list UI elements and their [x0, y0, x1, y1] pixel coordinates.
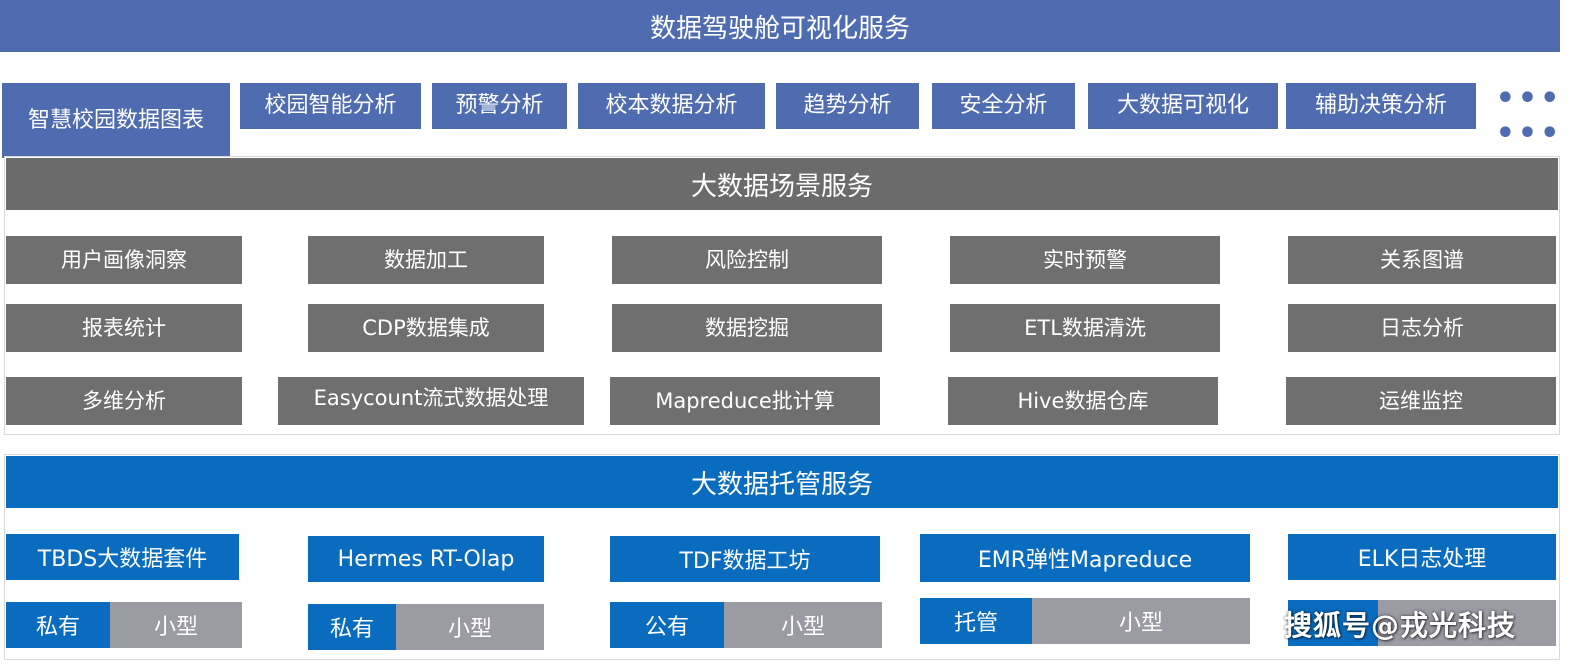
scene-item-mapreduce-batch: Mapreduce批计算 [610, 377, 880, 425]
product-hermes-size-tag: 小型 [396, 604, 544, 650]
hosting-section-title: 大数据托管服务 [690, 469, 873, 500]
scene-header-bar: 大数据场景服务 [6, 158, 1558, 210]
product-hermes: Hermes RT-Olap [308, 536, 544, 582]
product-tbds: TBDS大数据套件 [6, 534, 239, 580]
viz-item-smart-campus-charts: 智慧校园数据图表 [2, 83, 230, 158]
product-elk: ELK日志处理 [1288, 534, 1556, 580]
scene-item-multidim-analysis: 多维分析 [6, 377, 242, 425]
scene-item-hive-warehouse: Hive数据仓库 [948, 377, 1218, 425]
product-tbds-size-tag: 小型 [110, 602, 242, 648]
scene-item-log-analysis: 日志分析 [1288, 304, 1556, 352]
product-tbds-deploy-tag: 私有 [6, 602, 110, 648]
product-elk-deploy-tag [1288, 600, 1378, 646]
viz-item-security-analysis: 安全分析 [932, 83, 1075, 129]
scene-item-data-mining: 数据挖掘 [612, 304, 882, 352]
watermark-text: 搜狐号@戎光科技 [1284, 609, 1517, 642]
scene-item-ops-monitoring: 运维监控 [1286, 377, 1556, 425]
scene-item-cdp-integration: CDP数据集成 [308, 304, 544, 352]
viz-item-big-data-visualization: 大数据可视化 [1088, 83, 1278, 129]
product-emr-deploy-tag: 托管 [920, 598, 1032, 644]
scene-item-data-processing: 数据加工 [308, 236, 544, 284]
scene-item-etl-cleaning: ETL数据清洗 [950, 304, 1220, 352]
scene-item-risk-control: 风险控制 [612, 236, 882, 284]
viz-item-trend-analysis: 趋势分析 [776, 83, 919, 129]
viz-item-warning-analysis: 预警分析 [432, 83, 567, 129]
hosting-header-bar: 大数据托管服务 [6, 456, 1558, 508]
scene-section-title: 大数据场景服务 [690, 171, 873, 202]
product-hermes-deploy-tag: 私有 [308, 604, 396, 650]
scene-item-easycount-stream: Easycount流式数据处理 [278, 377, 584, 425]
product-tdf-size-tag: 小型 [724, 602, 882, 648]
scene-item-report-statistics: 报表统计 [6, 304, 242, 352]
product-tdf-deploy-tag: 公有 [610, 602, 724, 648]
product-elk-size-tag [1378, 600, 1556, 646]
more-items-ellipsis: ••• ••• [1495, 81, 1563, 151]
scene-item-user-profiling: 用户画像洞察 [6, 236, 242, 284]
product-tdf: TDF数据工坊 [610, 536, 880, 582]
viz-item-decision-support-analysis: 辅助决策分析 [1286, 83, 1476, 129]
viz-item-campus-smart-analysis: 校园智能分析 [240, 83, 421, 129]
scene-item-relationship-graph: 关系图谱 [1288, 236, 1556, 284]
product-emr: EMR弹性Mapreduce [920, 534, 1250, 582]
viz-header-bar: 数据驾驶舱可视化服务 [0, 0, 1560, 52]
scene-item-realtime-warning: 实时预警 [950, 236, 1220, 284]
product-emr-size-tag: 小型 [1032, 598, 1250, 644]
viz-item-school-data-analysis: 校本数据分析 [578, 83, 765, 129]
viz-section-title: 数据驾驶舱可视化服务 [649, 13, 910, 44]
